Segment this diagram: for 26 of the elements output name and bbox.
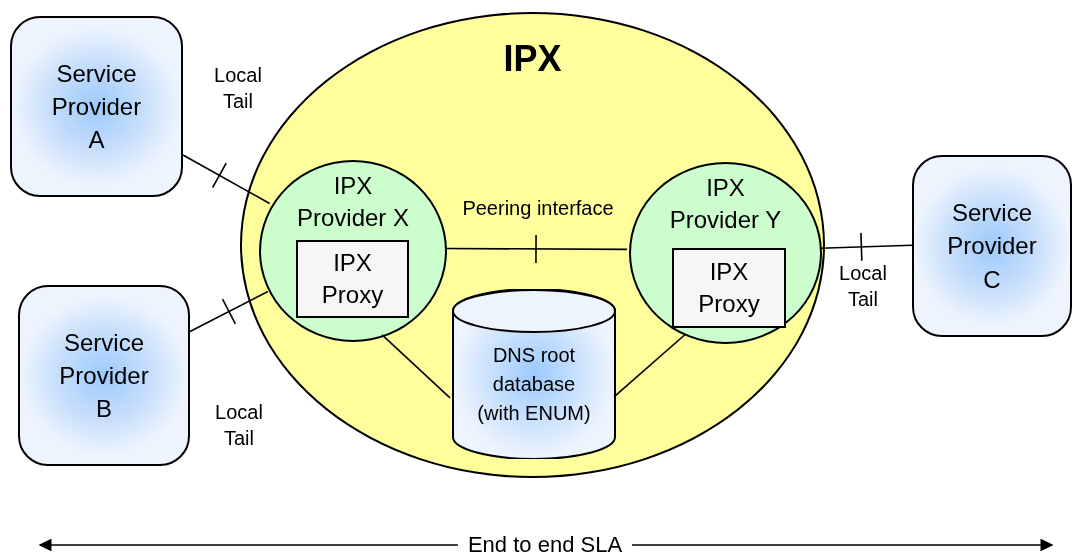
connector-line	[381, 334, 451, 399]
edge-label: Local Tail	[214, 400, 264, 451]
edge-label: Local Tail	[838, 261, 888, 312]
network-title: IPX	[503, 37, 562, 81]
provider-name: Service Provider A	[50, 58, 143, 156]
proxy-box	[672, 248, 786, 328]
provider-name: IPX Provider X	[295, 171, 410, 234]
proxy-label: IPX Proxy	[697, 256, 761, 319]
service-provider-box	[912, 155, 1072, 337]
connector-line	[182, 154, 271, 205]
service-provider-box	[10, 16, 183, 197]
proxy-box	[296, 240, 409, 318]
provider-name: IPX Provider Y	[668, 173, 783, 236]
database-cylinder	[452, 289, 616, 459]
provider-name: Service Provider C	[946, 198, 1038, 295]
connector-line	[613, 333, 686, 398]
connector-line	[189, 290, 269, 333]
service-provider-box	[18, 285, 190, 466]
sla-label: End to end SLA	[467, 530, 623, 558]
proxy-label: IPX Proxy	[320, 247, 385, 310]
edge-label: Peering interface	[462, 196, 614, 221]
connector-line	[819, 244, 913, 249]
connector-line	[444, 247, 628, 251]
provider-name: Service Provider B	[58, 327, 150, 425]
edge-label: Local Tail	[213, 63, 263, 114]
database-label: DNS root database (with ENUM)	[476, 343, 592, 426]
